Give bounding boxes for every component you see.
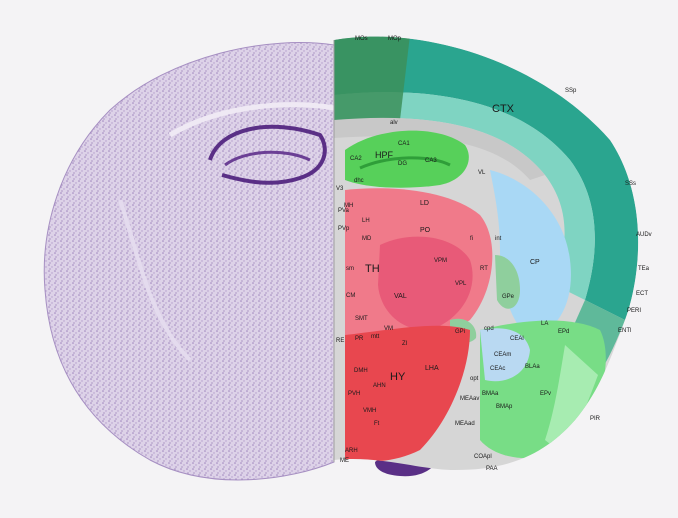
label-rt: RT <box>480 266 488 272</box>
label-th: TH <box>365 263 380 275</box>
label-ca1: CA1 <box>398 141 410 147</box>
label-ft: Ft <box>374 421 380 427</box>
label-epd: EPd <box>558 329 569 335</box>
label-ctx: CTX <box>492 103 515 115</box>
label-pvp: PVp <box>338 226 350 232</box>
label-vmh: VMH <box>363 408 376 414</box>
label-smt: SMT <box>355 316 368 322</box>
label-coapl: COApl <box>474 454 492 460</box>
label-dhc: dhc <box>354 178 364 184</box>
label-dmh: DMH <box>354 368 368 374</box>
label-opt: opt <box>470 376 479 382</box>
label-gpi: GPi <box>455 329 465 335</box>
label-meaad: MEAad <box>455 421 475 427</box>
label-blaa: BLAa <box>525 364 540 370</box>
label-mh: MH <box>344 203 353 209</box>
label-int: int <box>495 236 502 242</box>
label-pir: PIR <box>590 416 601 422</box>
label-pvh: PVH <box>348 391 360 397</box>
piriform-region <box>545 345 598 452</box>
internal-capsule-nissl <box>118 199 192 362</box>
label-hy: HY <box>390 371 406 383</box>
label-tea: TEa <box>638 266 650 272</box>
label-pr: PR <box>355 336 364 342</box>
cortex-region <box>334 36 639 320</box>
nissl-hemisphere <box>43 42 335 481</box>
label-vm: VM <box>384 326 393 332</box>
label-v3: V3 <box>336 186 344 192</box>
label-zi: ZI <box>402 341 408 347</box>
label-dg: DG <box>398 161 407 167</box>
label-vl: VL <box>478 170 486 176</box>
label-ceac: CEAc <box>490 366 505 372</box>
label-val: VAL <box>394 293 407 300</box>
label-fi: fi <box>470 236 473 242</box>
motor-cortex <box>334 36 410 120</box>
label-mos: MOs <box>355 36 368 42</box>
label-ca2: CA2 <box>350 156 362 162</box>
label-md: MD <box>362 236 372 242</box>
label-ceam: CEAm <box>494 352 511 358</box>
label-sss: SSs <box>625 181 636 187</box>
label-lha: LHA <box>425 365 439 372</box>
label-cm: CM <box>346 293 355 299</box>
label-entl: ENTl <box>618 328 631 334</box>
label-audv: AUDv <box>636 232 652 238</box>
label-meaav: MEAav <box>460 396 479 402</box>
label-lh: LH <box>362 218 370 224</box>
label-po: PO <box>420 227 431 234</box>
label-mtt: mtt <box>371 334 380 340</box>
label-cp: CP <box>530 259 540 266</box>
label-vpm: VPM <box>434 258 447 264</box>
label-mop: MOp <box>388 36 402 42</box>
label-ect: ECT <box>636 291 648 297</box>
label-gpe: GPe <box>502 294 515 300</box>
label-ceal: CEAl <box>510 336 524 342</box>
hippocampus-nissl <box>208 124 327 185</box>
label-paa: PAA <box>486 466 498 472</box>
label-pva: PVa <box>338 208 350 214</box>
label-ld: LD <box>420 200 429 207</box>
atlas-labels: MOs MOp SSp SSs AUDv TEa ECT PERI ENTl P… <box>336 36 652 472</box>
label-ssp: SSp <box>565 88 577 94</box>
label-bmaa: BMAa <box>482 391 499 397</box>
hypothalamus-region <box>345 325 470 462</box>
label-sm: sm <box>346 266 354 272</box>
cortex-inner-layer <box>334 92 595 300</box>
thalamus-ventral <box>378 236 473 331</box>
label-vpl: VPL <box>455 281 467 287</box>
atlas-hemisphere <box>334 36 639 470</box>
label-hpf: HPF <box>375 150 394 160</box>
label-arh: ARH <box>345 448 358 454</box>
label-bmap: BMAp <box>496 404 513 410</box>
label-epv: EPv <box>540 391 551 397</box>
label-la: LA <box>541 321 548 327</box>
label-me: ME <box>340 458 349 464</box>
globus-pallidus-external <box>495 255 520 309</box>
label-peri: PERI <box>627 308 641 314</box>
dentate-gyrus <box>359 156 451 170</box>
label-re: RE <box>336 338 344 344</box>
dentate-gyrus-nissl <box>224 150 311 167</box>
label-cpd: cpd <box>484 326 494 332</box>
label-ahn: AHN <box>373 383 386 389</box>
central-amygdala <box>480 328 530 382</box>
label-alv: alv <box>390 120 398 126</box>
corpus-callosum-nissl <box>168 102 335 138</box>
label-ca3: CA3 <box>425 158 437 164</box>
